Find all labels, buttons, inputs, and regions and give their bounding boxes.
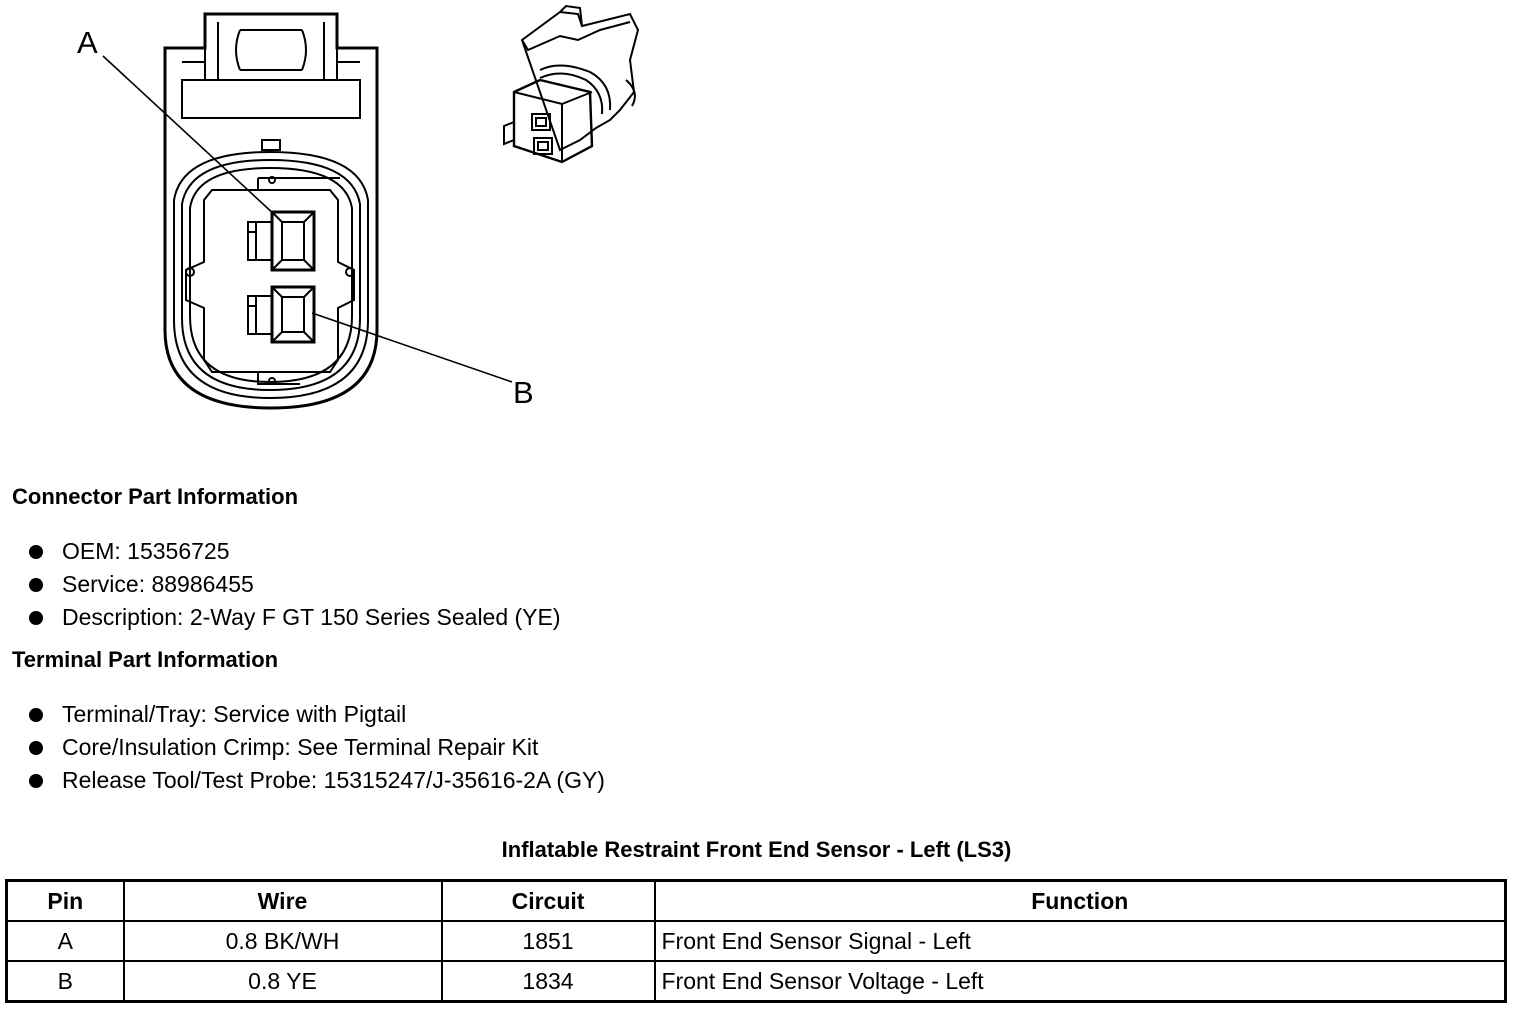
pin-table: Pin Wire Circuit Function A 0.8 BK/WH 18… [5, 879, 1507, 1003]
bullet-icon [29, 774, 43, 788]
table-row: A 0.8 BK/WH 1851 Front End Sensor Signal… [5, 920, 1507, 962]
list-item-text: Service: 88986455 [62, 571, 254, 597]
cell-circuit: 1834 [440, 960, 656, 1003]
cell-pin: B [5, 960, 125, 1003]
cell-circuit: 1851 [440, 920, 656, 962]
column-header-wire: Wire [122, 879, 443, 922]
column-header-pin: Pin [5, 879, 125, 922]
connector-isometric-view [503, 4, 640, 164]
bullet-icon [29, 741, 43, 755]
column-header-circuit: Circuit [440, 879, 656, 922]
bullet-icon [29, 545, 43, 559]
list-item-text: Terminal/Tray: Service with Pigtail [62, 701, 407, 727]
callout-label-b: B [513, 375, 534, 410]
list-item-text: OEM: 15356725 [62, 538, 230, 564]
list-item: Core/Insulation Crimp: See Terminal Repa… [28, 731, 605, 764]
list-item: Release Tool/Test Probe: 15315247/J-3561… [28, 764, 605, 797]
list-item-text: Description: 2-Way F GT 150 Series Seale… [62, 604, 561, 630]
callout-a-leader [102, 55, 277, 217]
cell-function: Front End Sensor Signal - Left [653, 920, 1507, 962]
table-header-row: Pin Wire Circuit Function [5, 879, 1507, 922]
connector-diagram [102, 4, 640, 410]
connector-info-list: OEM: 15356725 Service: 88986455 Descript… [28, 535, 561, 634]
terminal-info-list: Terminal/Tray: Service with Pigtail Core… [28, 698, 605, 797]
callout-b-leader [311, 312, 513, 383]
cell-function: Front End Sensor Voltage - Left [653, 960, 1507, 1003]
list-item: Description: 2-Way F GT 150 Series Seale… [28, 601, 561, 634]
list-item-text: Core/Insulation Crimp: See Terminal Repa… [62, 734, 539, 760]
list-item: Terminal/Tray: Service with Pigtail [28, 698, 605, 731]
cell-wire: 0.8 YE [122, 960, 443, 1003]
callout-label-a: A [77, 25, 98, 60]
list-item: OEM: 15356725 [28, 535, 561, 568]
bullet-icon [29, 578, 43, 592]
list-item-text: Release Tool/Test Probe: 15315247/J-3561… [62, 767, 605, 793]
connector-face-view [163, 12, 379, 410]
bullet-icon [29, 708, 43, 722]
table-title: Inflatable Restraint Front End Sensor - … [501, 837, 1012, 862]
table-row: B 0.8 YE 1834 Front End Sensor Voltage -… [5, 960, 1507, 1003]
connector-info-heading: Connector Part Information [12, 484, 299, 509]
list-item: Service: 88986455 [28, 568, 561, 601]
cell-pin: A [5, 920, 125, 962]
column-header-function: Function [653, 879, 1507, 922]
cell-wire: 0.8 BK/WH [122, 920, 443, 962]
bullet-icon [29, 611, 43, 625]
terminal-info-heading: Terminal Part Information [12, 647, 279, 672]
